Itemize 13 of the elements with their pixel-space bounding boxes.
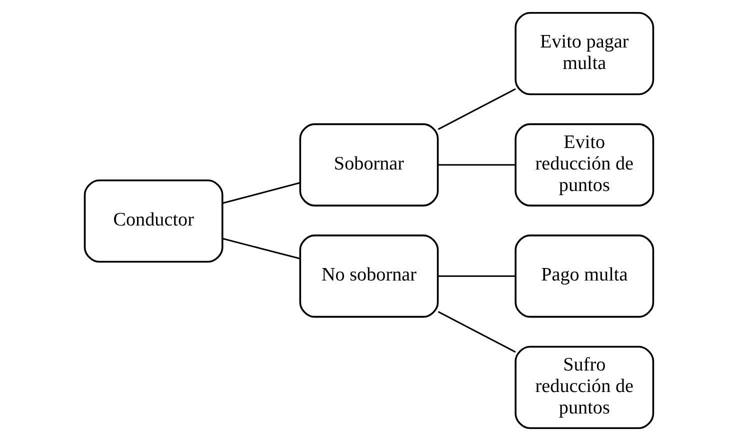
- connector: [438, 310, 516, 353]
- connector: [438, 88, 516, 130]
- connector: [222, 182, 300, 204]
- node-box: Conductor: [84, 180, 224, 263]
- node-box: Sobornar: [299, 123, 439, 206]
- connector: [438, 275, 516, 277]
- node-box: Sufro reducción de puntos: [514, 346, 654, 430]
- node-box: Evito reducción de puntos: [514, 123, 654, 206]
- node-box: Pago multa: [514, 234, 654, 318]
- connector: [222, 238, 300, 260]
- node-box: No sobornar: [299, 234, 439, 318]
- connector: [438, 164, 516, 166]
- node-box: Evito pagar multa: [514, 12, 654, 96]
